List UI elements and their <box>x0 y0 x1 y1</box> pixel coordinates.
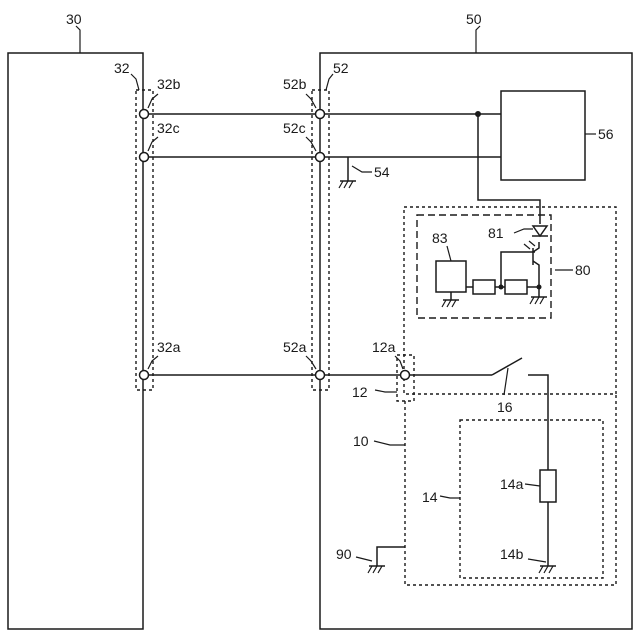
device-50-label: 50 <box>466 11 482 27</box>
terminal-32a-label: 32a <box>157 339 181 355</box>
ground-54-leader <box>352 166 372 172</box>
circuit-80-label: 80 <box>575 262 591 278</box>
chain-ground-symbol <box>530 297 547 304</box>
switch-16-leader <box>504 368 508 395</box>
device-50-leader <box>476 26 480 53</box>
device-30-leader <box>76 26 80 53</box>
terminal-12a-leader <box>395 356 403 369</box>
circuit-14-label: 14 <box>422 489 438 505</box>
ground-54-symbol <box>339 181 356 188</box>
resistor-14a-leader <box>525 484 540 486</box>
ground-90-wire <box>377 547 405 566</box>
switch-16-label: 16 <box>497 399 513 415</box>
connector-32-leader <box>131 74 139 90</box>
connector-12-leader <box>375 390 397 392</box>
element-81-label: 81 <box>488 225 504 241</box>
connector-12-label: 12 <box>352 384 368 400</box>
resistor-14a-label: 14a <box>500 476 524 492</box>
terminal-12a-label: 12a <box>372 339 396 355</box>
terminal-32a <box>140 371 149 380</box>
terminal-52a <box>316 371 325 380</box>
element-81-collector <box>533 242 539 252</box>
terminal-32c-label: 32c <box>157 120 180 136</box>
ground-54-label: 54 <box>374 164 390 180</box>
block-83-leader <box>447 246 451 261</box>
block-83-label: 83 <box>432 230 448 246</box>
terminal-52c-label: 52c <box>283 120 306 136</box>
resistor-14a <box>540 470 556 502</box>
unit-10-label: 10 <box>353 433 369 449</box>
connector-32-label: 32 <box>114 60 130 76</box>
element-81-emitter-arrow-2 <box>524 244 530 249</box>
ground-14b-label: 14b <box>500 546 524 562</box>
terminal-52a-label: 52a <box>283 339 307 355</box>
element-81-leader <box>514 229 533 233</box>
circuit-14-leader <box>440 496 460 498</box>
ground-90-leader <box>356 557 372 561</box>
block-83-ground-symbol <box>442 300 459 307</box>
ground-14b-leader <box>528 559 546 562</box>
chain-box-2 <box>505 280 527 294</box>
device-30-label: 30 <box>66 11 82 27</box>
ground-90-label: 90 <box>336 546 352 562</box>
terminal-52b-label: 52b <box>283 76 307 92</box>
connector-52-leader <box>326 74 333 90</box>
ground-90-symbol <box>368 566 385 573</box>
connector-32-outline <box>136 90 153 390</box>
terminal-32c <box>140 153 149 162</box>
terminal-52c <box>316 153 325 162</box>
terminal-52b-leader <box>306 94 316 108</box>
terminal-32b <box>140 110 149 119</box>
chain-box-1 <box>473 280 495 294</box>
block-56 <box>501 91 585 180</box>
unit-10-leader <box>374 441 405 445</box>
block-56-label: 56 <box>598 126 614 142</box>
terminal-32b-label: 32b <box>157 76 181 92</box>
circuit-14-outline <box>460 420 603 578</box>
ground-14b-symbol <box>539 566 556 573</box>
chain-node <box>499 285 504 290</box>
element-81-emitter-arrow-1 <box>529 241 535 246</box>
block-83 <box>436 261 466 292</box>
switch-16-contact <box>528 375 548 470</box>
terminal-12a <box>401 371 410 380</box>
device-30-outline <box>8 53 143 629</box>
connector-52-label: 52 <box>333 60 349 76</box>
terminal-52a-leader <box>306 356 316 369</box>
terminal-52b <box>316 110 325 119</box>
element-81-emitter <box>533 261 539 287</box>
terminal-52c-leader <box>306 137 316 151</box>
element-81-diode <box>532 226 548 236</box>
